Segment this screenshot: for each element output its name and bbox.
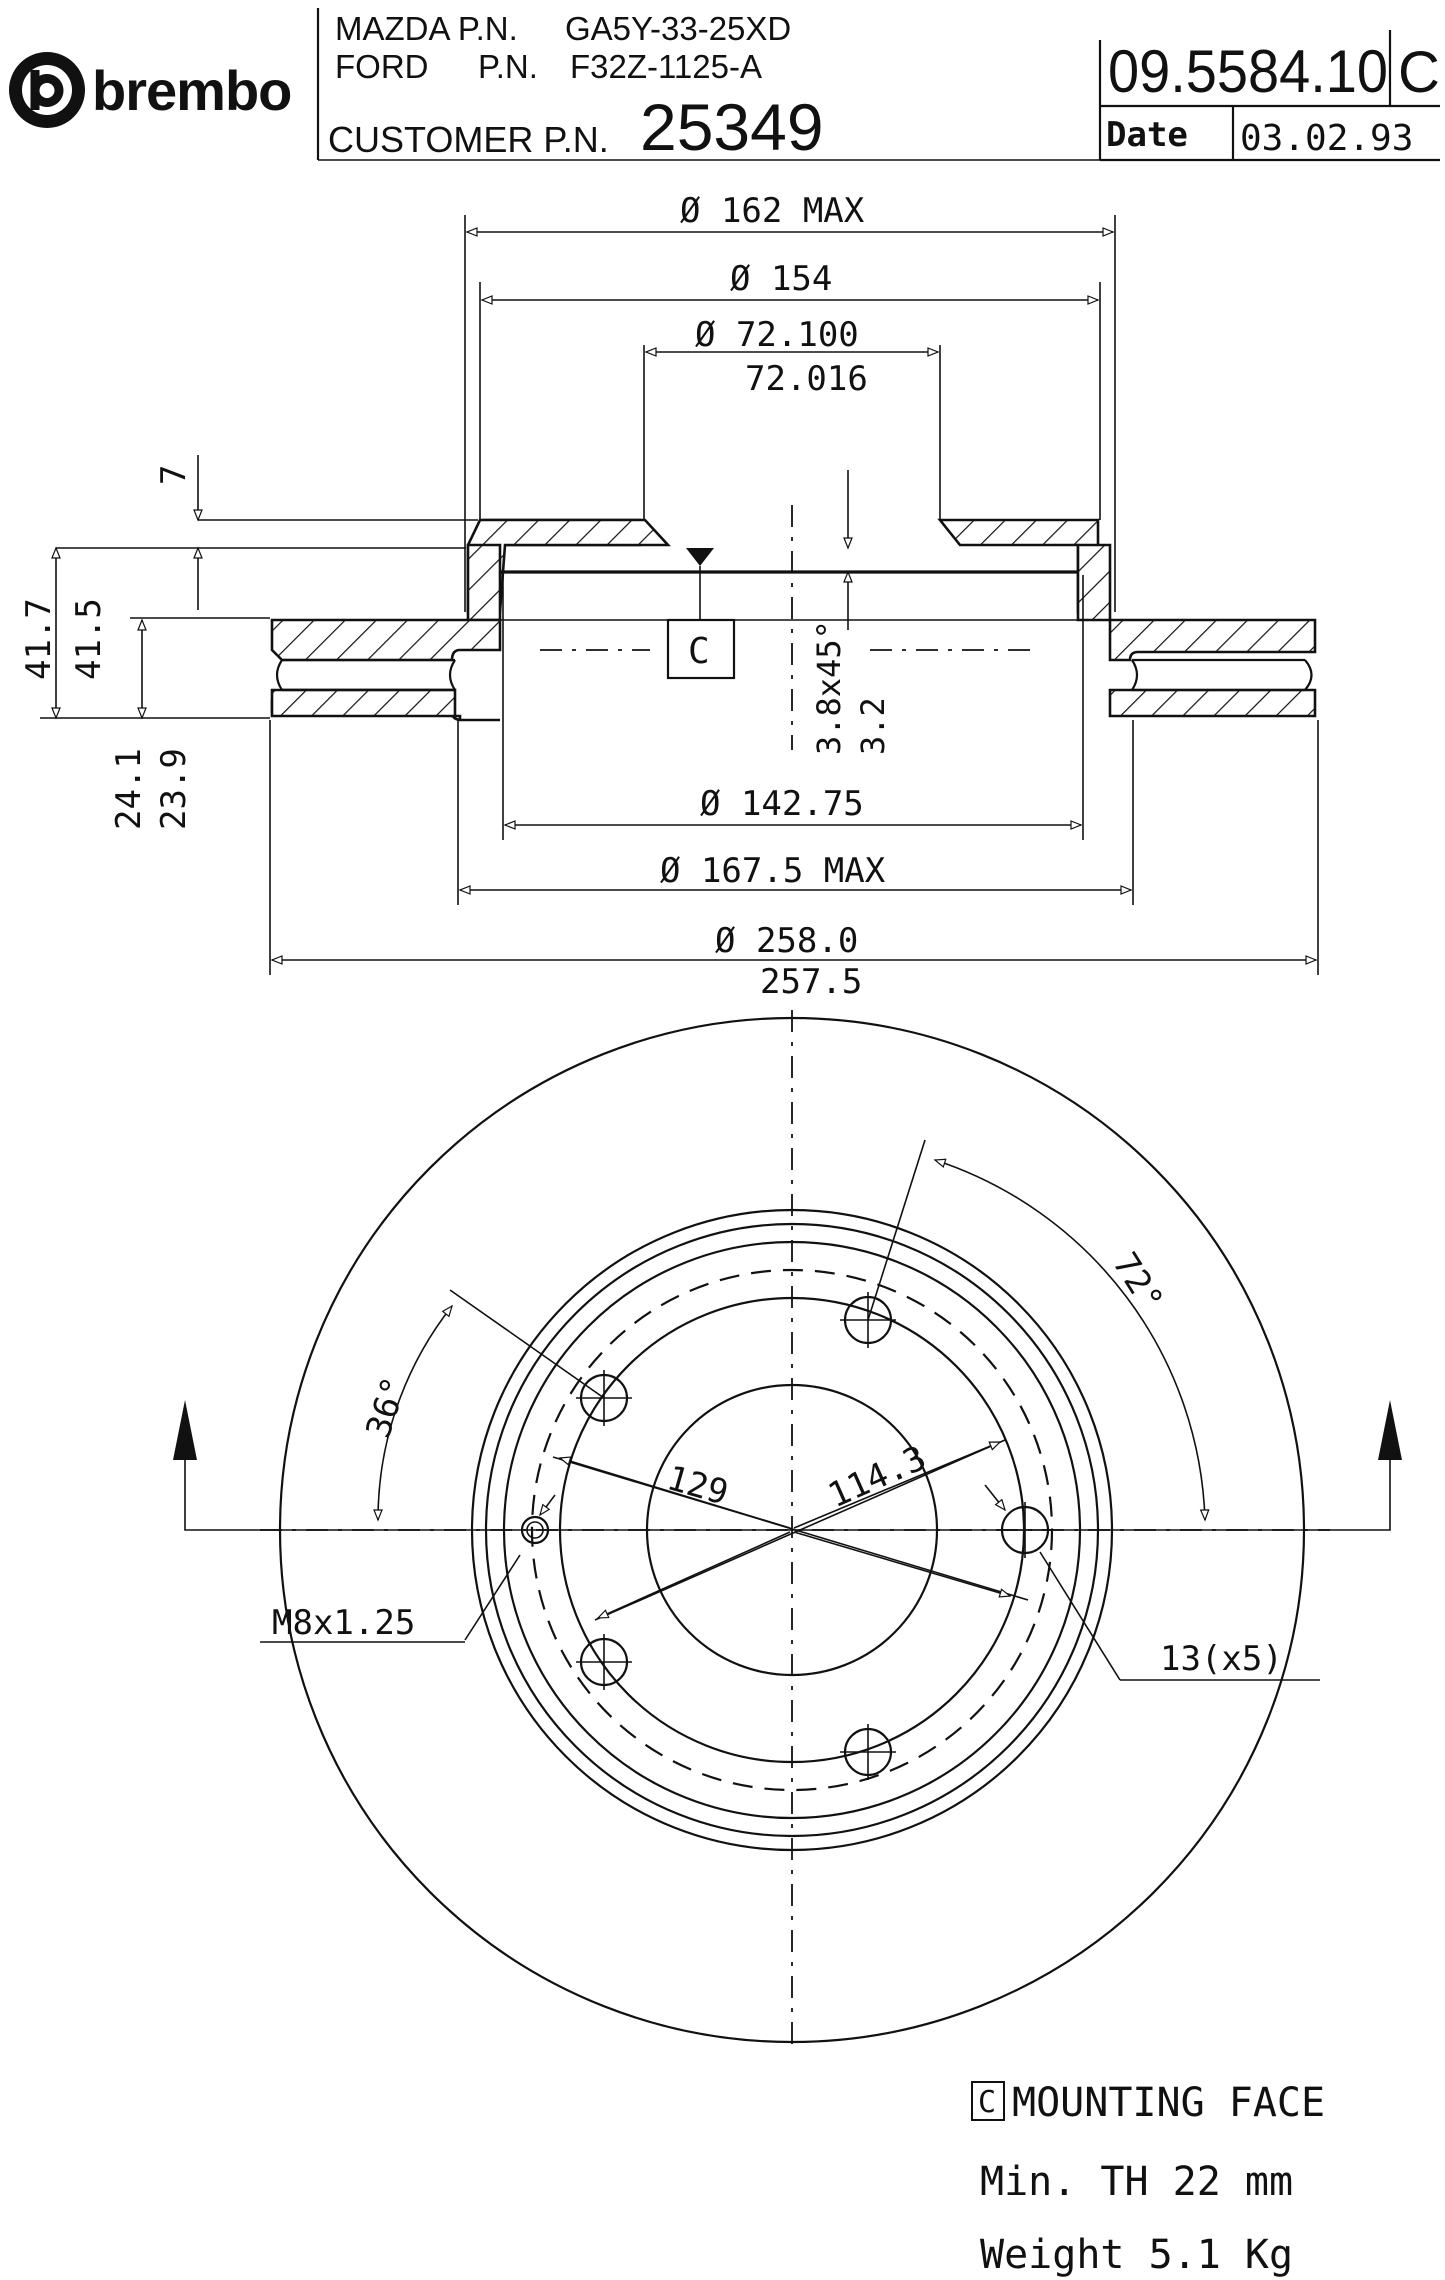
dim-angle-72: 72° <box>1104 1246 1170 1319</box>
section-view: C Ø 162 MAX Ø 154 Ø 72.100 72.016 7 <box>19 191 1319 1002</box>
threaded-hole <box>520 1515 550 1545</box>
dim-angle-36: 36° <box>359 1372 416 1443</box>
friction-plate-left-upper <box>270 618 502 662</box>
dim-d72-upper: Ø 72.100 <box>695 315 859 355</box>
min-thickness-note: Min. TH 22 mm <box>980 2159 1293 2205</box>
dim-d167-5-max: Ø 167.5 MAX <box>660 851 886 891</box>
dim-41-7: 41.7 <box>19 598 59 680</box>
friction-plate-right-lower <box>1108 688 1317 718</box>
stud-hole <box>576 1634 632 1690</box>
dim-pcd-114: 114.3 <box>822 1438 932 1516</box>
dim-d72-lower: 72.016 <box>745 359 868 399</box>
dim-d258-upper: Ø 258.0 <box>715 921 858 961</box>
date-label: Date <box>1106 115 1188 155</box>
front-view: 129 114.3 72° 36° M8x1.25 13(x5) <box>173 1010 1402 2050</box>
dim-chamfer: 3.8x45° <box>810 620 848 755</box>
customer-pn-value: 25349 <box>640 90 824 164</box>
dim-pcd-129: 129 <box>663 1458 733 1513</box>
ford-pn-label: P.N. <box>478 48 538 85</box>
dim-41-5: 41.5 <box>69 598 109 680</box>
ford-pn-value: F32Z-1125-A <box>570 48 762 85</box>
customer-pn-label: CUSTOMER P.N. <box>328 119 609 160</box>
mounting-face-note: MOUNTING FACE <box>1012 2080 1325 2126</box>
brembo-logo: brembo <box>9 52 292 128</box>
mazda-pn-value: GA5Y-33-25XD <box>565 10 791 47</box>
date-value: 03.02.93 <box>1240 118 1413 159</box>
title-block: brembo MAZDA P.N. GA5Y-33-25XD FORD P.N.… <box>9 8 1440 164</box>
datum-c-label: C <box>688 631 710 672</box>
weight-note: Weight 5.1 Kg <box>980 2232 1293 2278</box>
revision-letter: C <box>1398 40 1440 105</box>
datum-c-box <box>666 618 736 680</box>
dim-d162-max: Ø 162 MAX <box>680 191 865 231</box>
ford-label: FORD <box>335 48 429 85</box>
friction-plate-right-upper <box>1108 618 1317 662</box>
dim-3-2: 3.2 <box>854 697 892 755</box>
brand-wordmark: brembo <box>92 59 291 122</box>
mazda-pn-label: MAZDA P.N. <box>335 10 518 47</box>
hat-wall-left <box>466 543 502 622</box>
dim-d154: Ø 154 <box>730 259 832 299</box>
datum-c-note-box <box>971 2081 1005 2121</box>
hat-top-right <box>937 518 1100 614</box>
holes-callout: 13(x5) <box>1160 1639 1283 1679</box>
notes: C MOUNTING FACE Min. TH 22 mm Weight 5.1… <box>971 2080 1325 2278</box>
dim-d258-lower: 257.5 <box>760 962 862 1002</box>
dim-24-1: 24.1 <box>109 748 149 830</box>
dim-d142-75: Ø 142.75 <box>700 784 864 824</box>
dim-23-9: 23.9 <box>154 748 194 830</box>
dim-7: 7 <box>154 465 194 485</box>
datum-c-note-letter: C <box>978 2085 996 2120</box>
stud-hole <box>840 1724 896 1780</box>
thread-callout: M8x1.25 <box>272 1603 415 1643</box>
drawing-number: 09.5584.10 <box>1108 38 1388 105</box>
stud-hole <box>997 1502 1053 1558</box>
